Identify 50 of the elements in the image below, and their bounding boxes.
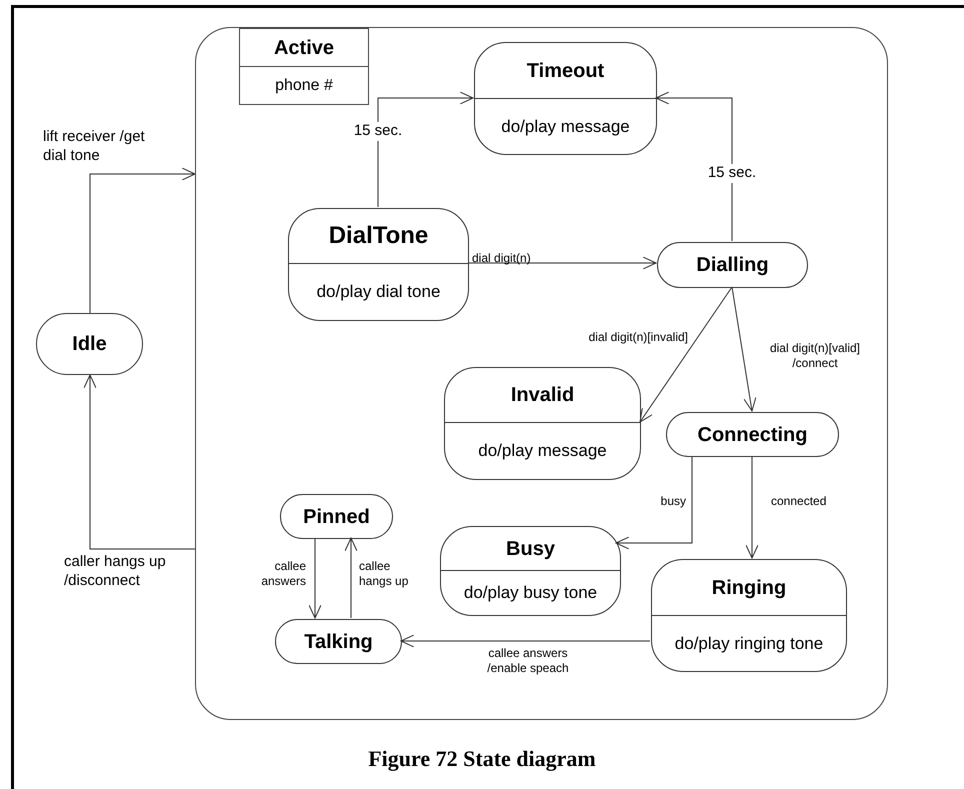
state-box [440, 526, 621, 616]
state-box [474, 42, 657, 155]
state-box [288, 208, 469, 321]
edge-label: dial digit(n)[valid] /connect [768, 341, 862, 371]
state-activity: do/play message [501, 116, 630, 138]
transition-arrow [640, 286, 732, 422]
state-box [651, 559, 847, 672]
transition-arrow [616, 456, 692, 550]
state-name: Connecting [698, 422, 808, 448]
transition-arrow [90, 168, 196, 314]
state-activity: do/play busy tone [464, 582, 598, 604]
state-box [666, 412, 839, 457]
edge-label: caller hangs up /disconnect [64, 553, 167, 590]
edge-label: dial digit(n)[invalid] [588, 330, 688, 345]
state-name: Busy [506, 536, 555, 562]
state-box [657, 242, 808, 288]
state-name: Timeout [526, 58, 604, 84]
transition-arrow [400, 634, 650, 648]
state-box [275, 619, 402, 664]
state-name: Pinned [303, 504, 370, 530]
state-attribute: phone # [275, 76, 333, 96]
transition-arrow [468, 256, 656, 270]
edge-label: busy [660, 494, 686, 509]
state-activity: do/play ringing tone [674, 632, 824, 655]
edge-label: callee answers /enable speach [486, 646, 570, 676]
edge-label: callee answers [260, 559, 306, 589]
state-box [280, 494, 393, 539]
transition-arrow [746, 456, 758, 558]
state-activity: do/play message [478, 440, 607, 462]
state-box [36, 313, 143, 375]
transition-arrow [308, 538, 322, 618]
edge-label: lift receiver /get dial tone [43, 128, 145, 166]
transition-arrow [344, 538, 358, 618]
state-name: Dialling [696, 253, 769, 278]
state-name: Active [274, 36, 334, 60]
edge-label: dial digit(n) [472, 251, 532, 266]
state-name: Idle [72, 332, 107, 357]
figure-caption: Figure 72 State diagram [368, 745, 596, 773]
edge-label: callee hangs up [359, 559, 410, 589]
transition-arrow [656, 92, 732, 242]
state-box [444, 367, 641, 480]
state-activity: do/play dial tone [316, 281, 440, 304]
transition-arrow [84, 374, 196, 550]
transition-arrow [378, 92, 474, 208]
state-name: Invalid [510, 383, 574, 408]
transition-arrow [732, 286, 756, 412]
state-name: DialTone [328, 221, 428, 251]
state-name: Ringing [712, 576, 786, 600]
state-name: Talking [304, 630, 373, 654]
edge-label: connected [771, 494, 828, 509]
